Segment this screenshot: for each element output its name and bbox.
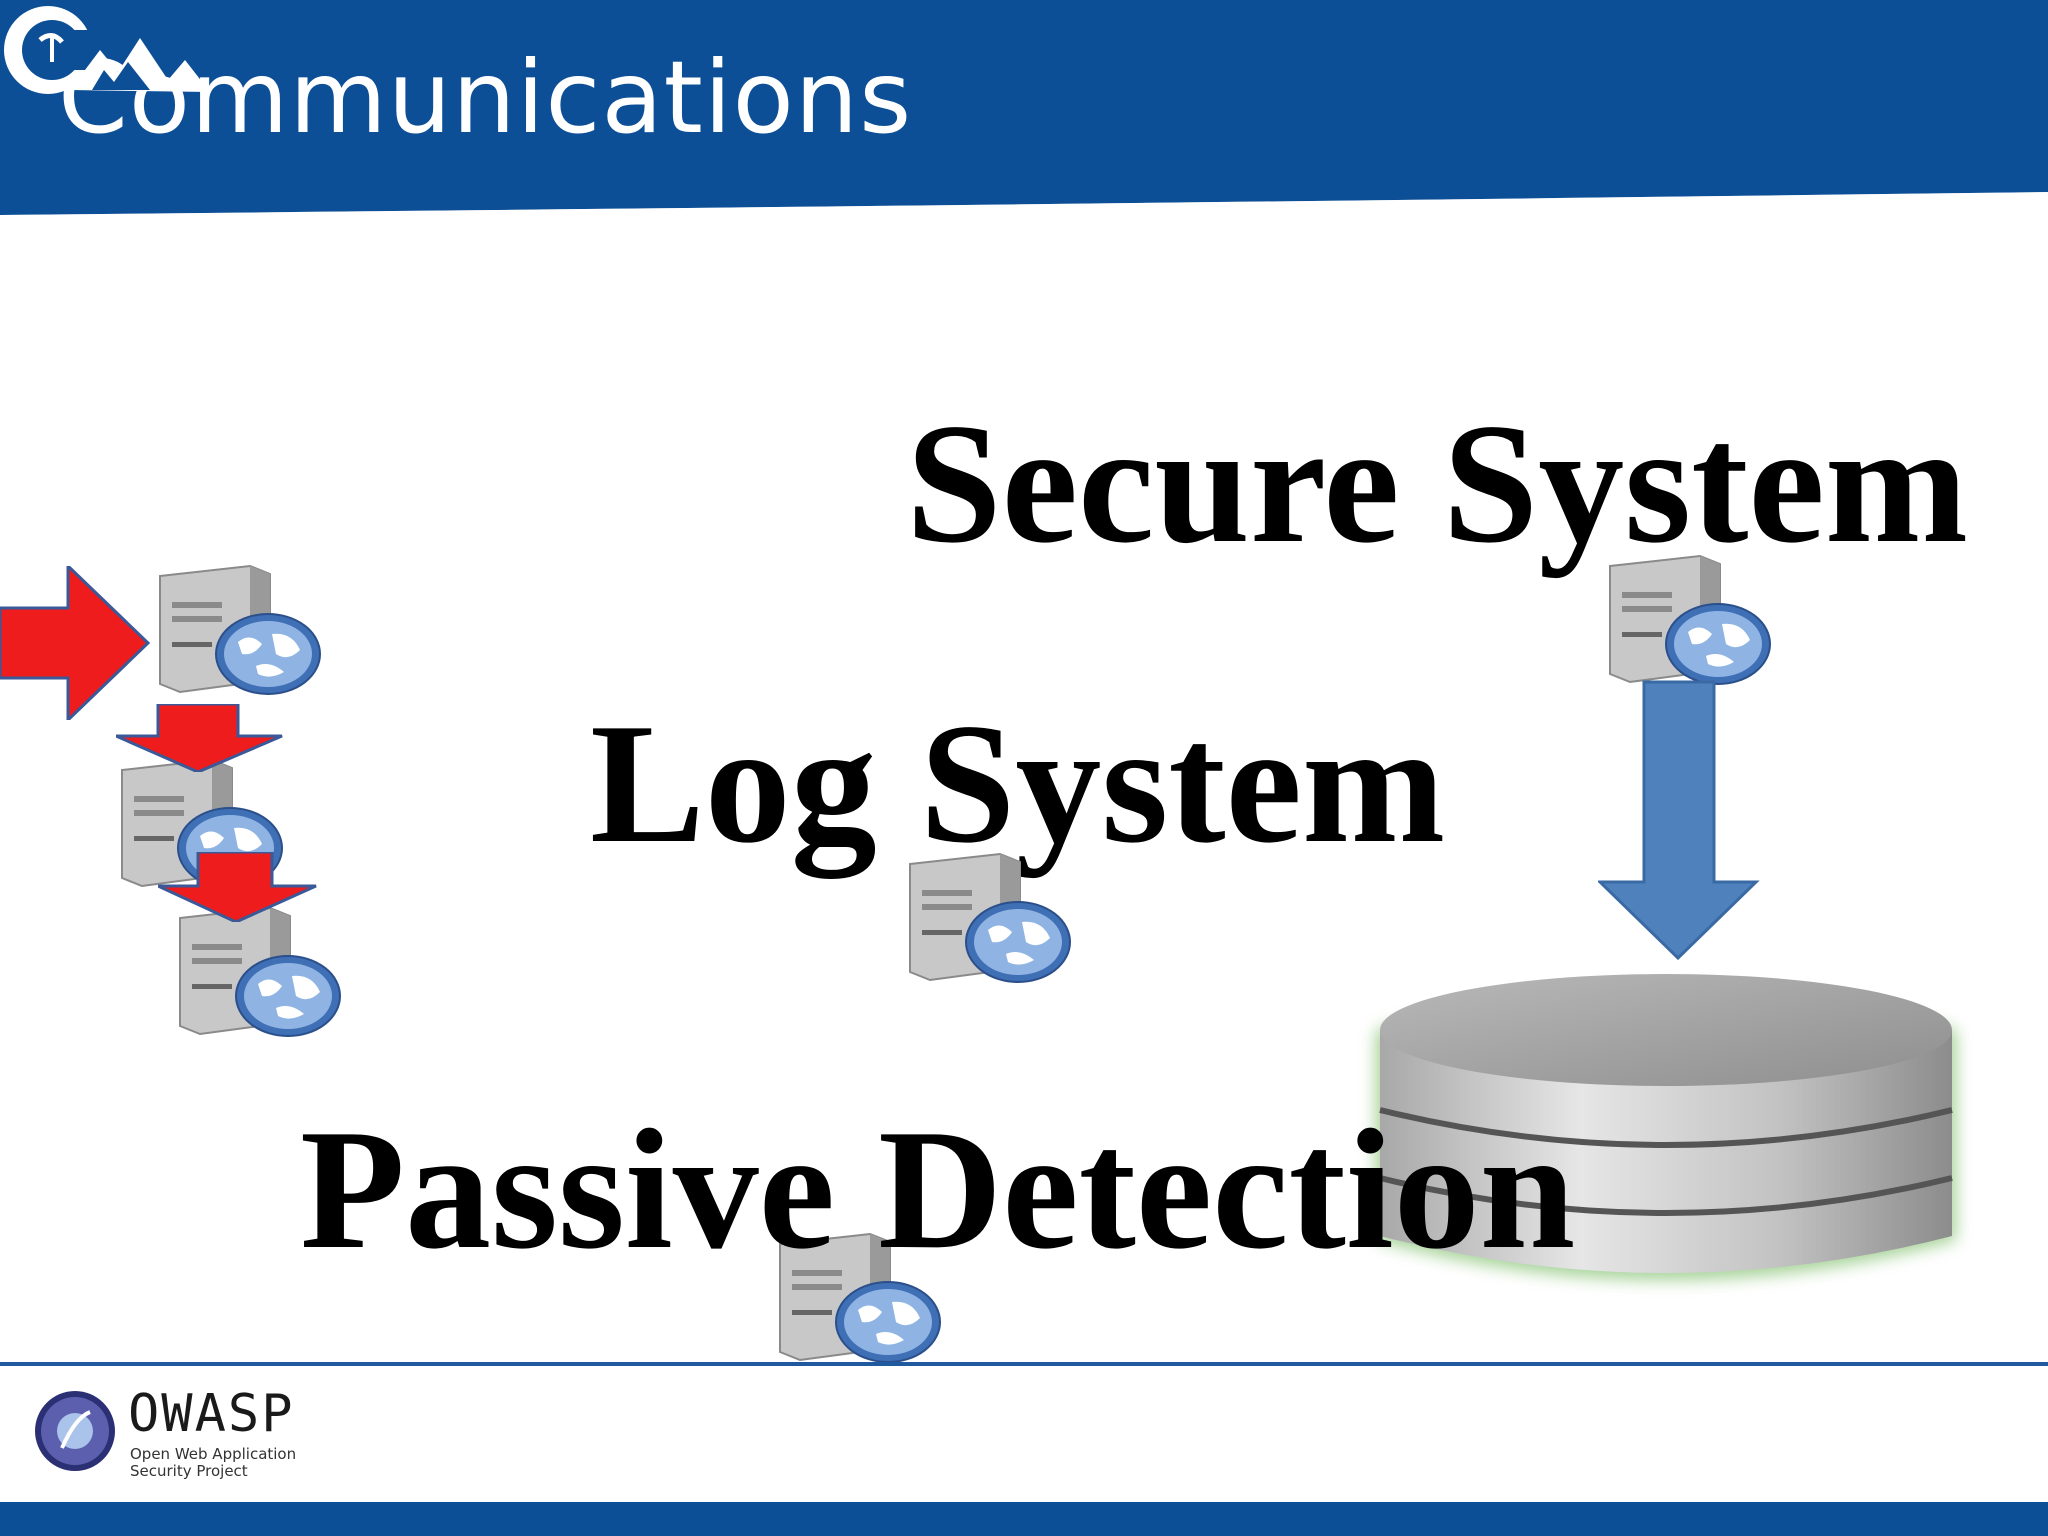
server-globe-icon (1609, 554, 1771, 685)
owasp-logo: OWASP Open Web Application Security Proj… (32, 1388, 332, 1488)
log-system-label: Log System (590, 689, 1446, 879)
footer-divider (0, 1362, 2048, 1366)
owasp-name: OWASP (128, 1384, 295, 1444)
secure-system-label: Secure System (906, 389, 1969, 579)
owasp-logo-icon (35, 1391, 115, 1471)
red-down-arrow (158, 852, 317, 922)
blue-down-arrow (1598, 680, 1760, 961)
database-icon (1376, 974, 1956, 1280)
owasp-subtitle-line1: Open Web Application (130, 1445, 297, 1463)
header-band (0, 0, 2048, 220)
server-globe-icon (909, 852, 1071, 983)
footer-bar (0, 1502, 2048, 1536)
owasp-subtitle: Open Web Application Security Project (130, 1445, 297, 1481)
page-title: Communications (58, 39, 913, 156)
server-globe-icon (779, 1232, 941, 1363)
server-globe-icon (179, 906, 341, 1037)
red-down-arrow (116, 704, 283, 772)
server-globe-icon (159, 564, 321, 695)
mountain-logo-icon (4, 6, 210, 94)
passive-detection-label: Passive Detection (300, 1095, 1576, 1285)
owasp-subtitle-line2: Security Project (130, 1462, 248, 1481)
slide-header: Communications (0, 0, 2048, 220)
red-right-arrow (0, 566, 151, 720)
